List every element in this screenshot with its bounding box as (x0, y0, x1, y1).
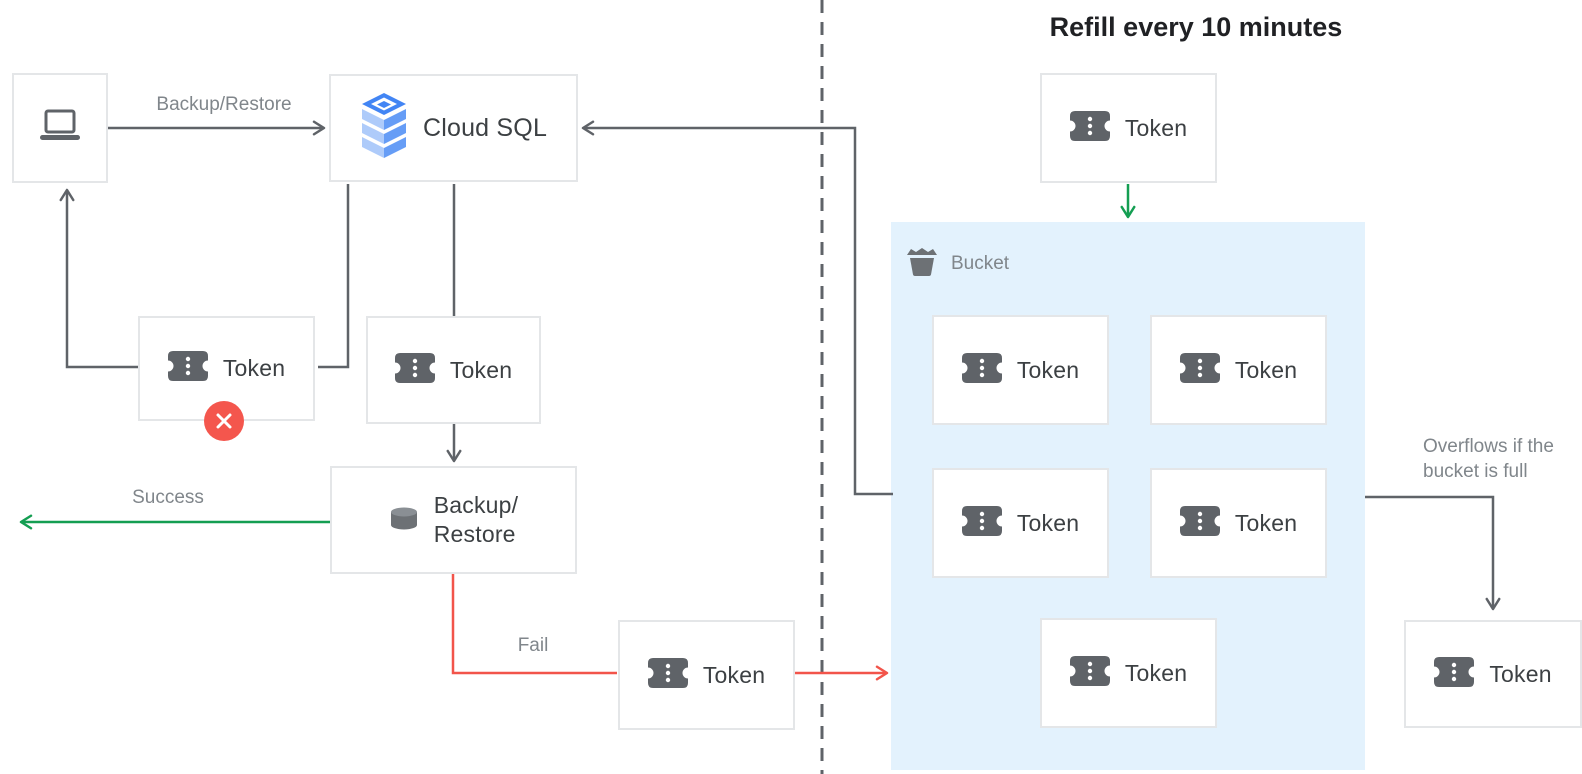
token-node-bucket-5: Token (1040, 618, 1217, 728)
page-title: Refill every 10 minutes (1049, 12, 1343, 42)
edge-token-left-to-client (59, 188, 138, 369)
token-label: Token (222, 355, 286, 381)
edge-label-fail: Fail (517, 635, 549, 656)
token-node-overflow: Token (1404, 620, 1582, 728)
token-ticket-icon (394, 352, 435, 388)
edge-bucket-to-cloudsql (581, 120, 893, 496)
cloud-sql-node: Cloud SQL (329, 74, 578, 182)
token-label: Token (1016, 509, 1080, 536)
edge-fail-to-token (451, 574, 617, 675)
backup-restore-node: Backup/ Restore (330, 466, 577, 574)
token-label: Token (702, 661, 766, 688)
token-ticket-icon (961, 352, 1002, 388)
token-node-rejected: Token (138, 316, 315, 421)
token-ticket-icon (647, 657, 688, 693)
bucket-icon (905, 246, 939, 282)
backup-restore-label-line1: Backup/ (433, 492, 519, 518)
token-label: Token (1234, 509, 1298, 536)
token-label: Token (449, 356, 513, 383)
token-label: Token (1124, 659, 1188, 686)
cloud-sql-icon (360, 92, 408, 164)
bucket-label: Bucket (951, 253, 1010, 274)
token-ticket-icon (1069, 655, 1110, 691)
laptop-icon (37, 108, 83, 149)
edge-cloudsql-to-token-left (318, 184, 350, 369)
token-node-fail: Token (618, 620, 795, 730)
edge-label-overflow: Overflows if the bucket is full (1423, 434, 1582, 484)
overflow-label-line1: Overflows if the (1423, 436, 1554, 457)
token-label: Token (1489, 660, 1552, 687)
x-circle-icon (204, 401, 244, 441)
edge-bucket-overflow (1365, 495, 1501, 611)
token-label: Token (1234, 356, 1298, 383)
token-node-bucket-1: Token (932, 315, 1109, 425)
token-ticket-icon (1179, 352, 1220, 388)
cloud-sql-label: Cloud SQL (422, 113, 548, 142)
edge-label-success: Success (132, 487, 204, 508)
token-ticket-icon (1179, 505, 1220, 541)
token-node-consumed: Token (366, 316, 541, 424)
token-node-refill: Token (1040, 73, 1217, 183)
overflow-label-line2: bucket is full (1423, 461, 1528, 482)
token-label: Token (1016, 356, 1080, 383)
token-ticket-icon (1069, 110, 1110, 146)
token-node-bucket-2: Token (1150, 315, 1327, 425)
bucket-header: Bucket (905, 246, 1009, 282)
backup-restore-label-line2: Restore (433, 521, 516, 547)
edge-label-backup-restore: Backup/Restore (156, 94, 292, 115)
token-ticket-icon (1434, 656, 1475, 692)
token-node-bucket-3: Token (932, 468, 1109, 578)
token-ticket-icon (167, 351, 208, 386)
token-node-bucket-4: Token (1150, 468, 1327, 578)
database-icon (389, 506, 419, 535)
token-label: Token (1124, 114, 1188, 141)
token-ticket-icon (961, 505, 1002, 541)
client-node (12, 73, 108, 183)
